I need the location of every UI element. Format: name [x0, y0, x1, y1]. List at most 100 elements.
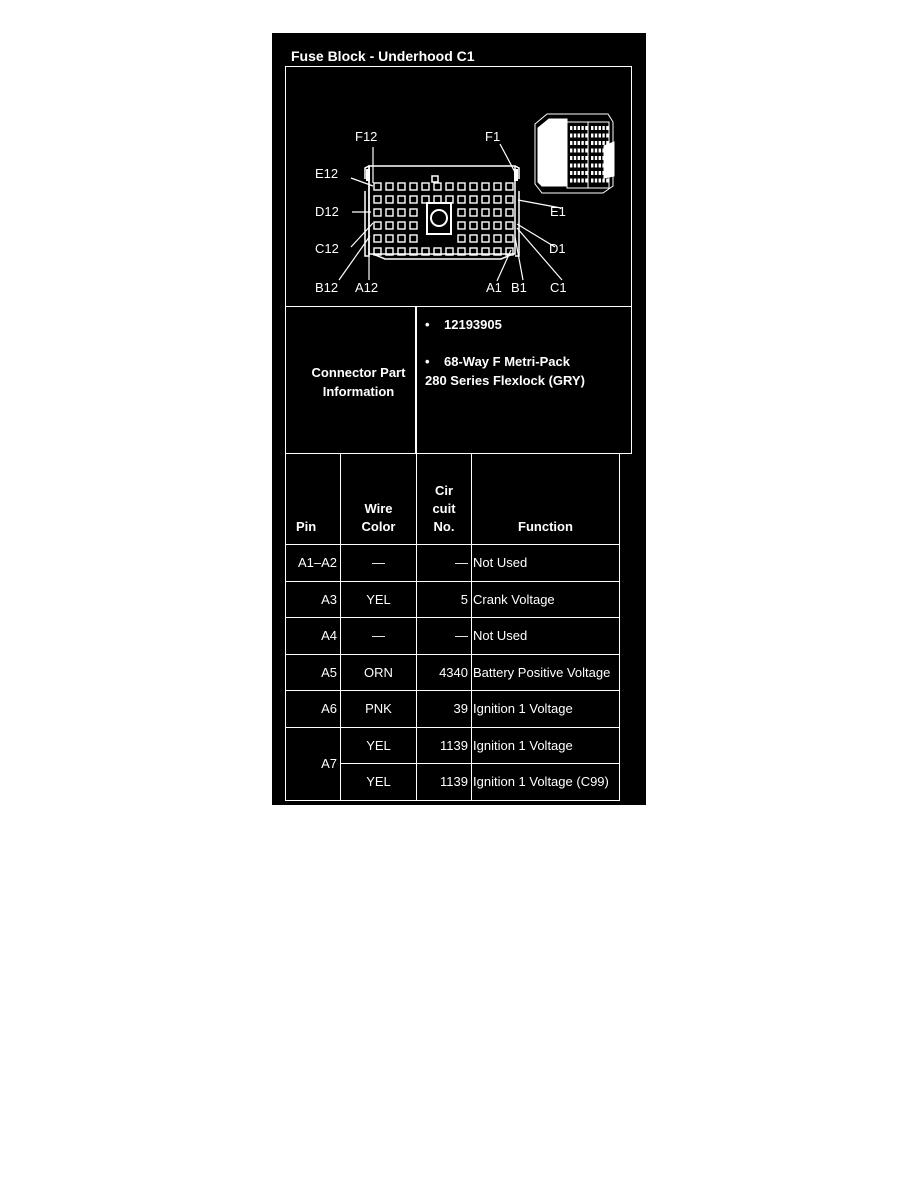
pin-cavity: [409, 195, 418, 204]
pin-table: Pin Wire Color Cir cuit No. Function A1–…: [285, 453, 620, 801]
pin-cavity: [457, 221, 466, 230]
pin-cell: A3: [285, 580, 341, 618]
iso-pin: [606, 133, 609, 138]
iso-pin: [585, 156, 588, 160]
pin-cavity: [493, 221, 502, 230]
pin-cavity: [433, 182, 442, 191]
iso-pin: [577, 141, 580, 145]
iso-pin: [602, 178, 605, 183]
wire-color-cell: ORN: [340, 653, 417, 691]
circuit-cell: 5: [416, 580, 472, 618]
pin-cavity: [457, 247, 466, 256]
pin-cavity: [457, 182, 466, 191]
pin-cavity: [409, 221, 418, 230]
iso-pin: [602, 171, 605, 175]
header-circuit: Cir cuit No.: [416, 453, 472, 545]
pin-cavity: [409, 208, 418, 217]
iso-pin: [577, 171, 580, 175]
label-b1: B1: [511, 280, 527, 295]
header-wire-color-line2: Color: [361, 519, 396, 534]
pin-cell: A5: [285, 653, 341, 691]
table-row: A5 ORN 4340 Battery Positive Voltage: [285, 653, 620, 691]
pin-cavity: [493, 234, 502, 243]
connector-description-line2: 280 Series Flexlock (GRY): [425, 373, 585, 388]
pin-cavity: [397, 195, 406, 204]
iso-pin: [585, 141, 588, 145]
iso-pin: [573, 133, 577, 138]
pin-cavity: [433, 247, 442, 256]
iso-pin: [591, 163, 594, 168]
wire-color-cell: —: [340, 544, 417, 582]
iso-pin: [602, 133, 605, 138]
iso-pin: [577, 156, 580, 160]
iso-pin: [570, 141, 573, 145]
circuit-cell: 1139: [416, 763, 472, 801]
pin-cavity: [445, 247, 454, 256]
pin-cavity: [493, 247, 502, 256]
iso-pin: [577, 133, 580, 138]
connector-info-label-line1: Connector Part: [311, 365, 406, 380]
iso-pin: [570, 126, 573, 130]
iso-pin: [594, 148, 598, 153]
iso-pin: [598, 171, 601, 175]
pin-cavity: [505, 247, 514, 256]
connector-title: Fuse Block - Underhood C1: [291, 48, 475, 64]
pin-cavity: [409, 182, 418, 191]
label-e1: E1: [550, 204, 566, 219]
table-row: A1–A2 — — Not Used: [285, 544, 620, 582]
pin-cavity: [397, 221, 406, 230]
connector-panel: Fuse Block - Underhood C1: [272, 33, 646, 805]
iso-pin: [573, 141, 577, 145]
pin-cavity: [385, 195, 394, 204]
circuit-cell: —: [416, 617, 472, 655]
iso-pin: [606, 171, 609, 175]
pin-cavity: [469, 195, 478, 204]
connector-info-label: Connector Part Information: [285, 363, 432, 401]
function-cell: Crank Voltage: [471, 580, 620, 618]
center-key: [426, 202, 452, 235]
header-function: Function: [471, 453, 620, 545]
iso-pin: [606, 178, 609, 183]
iso-pin: [598, 163, 601, 168]
pin-cavity: [505, 221, 514, 230]
pin-cavity: [493, 195, 502, 204]
iso-pin: [585, 171, 588, 175]
pin-cavity: [481, 208, 490, 217]
pin-cavity: [481, 195, 490, 204]
pin-cavity: [421, 247, 430, 256]
label-c1: C1: [550, 280, 567, 295]
pin-cavity: [493, 182, 502, 191]
label-f1: F1: [485, 129, 500, 144]
function-cell: Not Used: [471, 544, 620, 582]
pin-cavity: [385, 182, 394, 191]
pin-cavity: [469, 182, 478, 191]
pin-cavity: [385, 208, 394, 217]
iso-pin: [573, 156, 577, 160]
label-d12: D12: [315, 204, 339, 219]
iso-pin: [594, 133, 598, 138]
iso-pin: [591, 133, 594, 138]
iso-pin: [591, 148, 594, 153]
iso-pin: [594, 163, 598, 168]
function-cell: Battery Positive Voltage: [471, 653, 620, 691]
iso-pin: [585, 178, 588, 183]
bullet-1: •: [425, 317, 430, 332]
iso-pin: [577, 126, 580, 130]
iso-pin: [570, 156, 573, 160]
label-a12: A12: [355, 280, 378, 295]
pin-cavity: [385, 247, 394, 256]
iso-pin: [602, 148, 605, 153]
header-circuit-line1: Cir: [434, 483, 454, 498]
pin-cavity: [421, 182, 430, 191]
iso-pin: [577, 148, 580, 153]
iso-pin: [581, 126, 584, 130]
iso-pin: [570, 148, 573, 153]
iso-pin: [570, 171, 573, 175]
iso-pin: [598, 141, 601, 145]
pin-cavity: [469, 247, 478, 256]
bullet-2: •: [425, 354, 430, 369]
iso-pin: [602, 126, 605, 130]
iso-pin: [585, 163, 588, 168]
circuit-cell: 4340: [416, 653, 472, 691]
iso-pin: [606, 141, 609, 145]
